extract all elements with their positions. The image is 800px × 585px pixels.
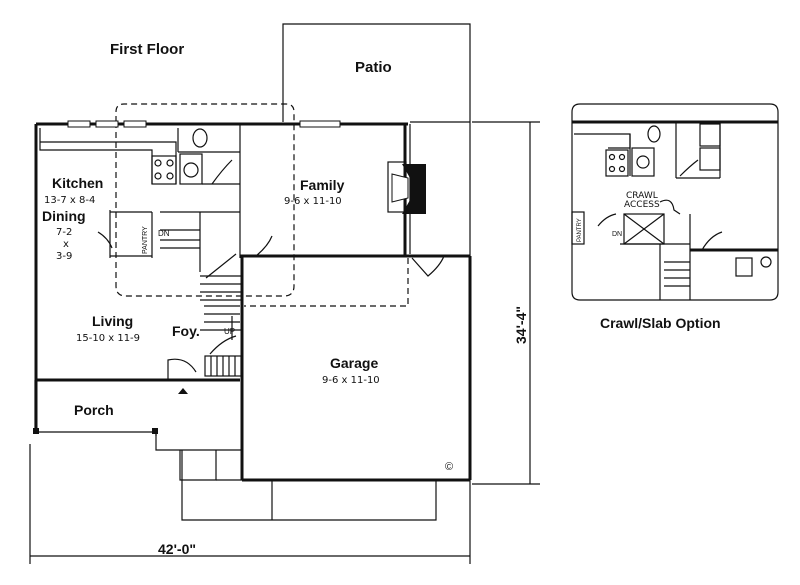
family-size: 9-6 x 11-10 bbox=[284, 196, 342, 207]
kitchen-label: Kitchen bbox=[52, 175, 103, 191]
front-entry bbox=[60, 358, 197, 394]
garage-label: Garage bbox=[330, 355, 378, 371]
pantry-label: PANTRY bbox=[142, 226, 149, 254]
kitchen-size: 13-7 x 8-4 bbox=[44, 195, 95, 206]
dining-size-1: 7-2 bbox=[56, 227, 72, 238]
driveway bbox=[29, 444, 471, 548]
dimension-depth: 34'-4" bbox=[472, 121, 540, 485]
floor-title: First Floor bbox=[110, 41, 184, 58]
stove bbox=[151, 155, 177, 185]
copyright-mark: © bbox=[445, 461, 453, 473]
stairs-down-label: DN bbox=[158, 229, 170, 238]
interior-walls bbox=[109, 184, 242, 331]
kitchen-fixtures bbox=[39, 124, 241, 185]
living-size: 15-10 x 11-9 bbox=[76, 333, 140, 344]
option-dn-label: DN bbox=[612, 231, 622, 238]
foyer-label: Foy. bbox=[172, 323, 200, 339]
porch bbox=[33, 380, 242, 481]
living-label: Living bbox=[92, 313, 133, 329]
family-label: Family bbox=[300, 177, 345, 193]
top-windows bbox=[67, 120, 341, 128]
garage-door-swing bbox=[411, 255, 445, 277]
depth-dimension: 34'-4" bbox=[513, 306, 529, 344]
staircase: UP DN bbox=[158, 229, 273, 377]
garage-size: 9-6 x 11-10 bbox=[322, 375, 380, 386]
patio-label: Patio bbox=[355, 59, 392, 76]
dining-size-3: 3-9 bbox=[56, 251, 72, 262]
dining-size-2: x bbox=[63, 239, 69, 250]
dining-label: Dining bbox=[42, 208, 86, 224]
upper-floor-outline bbox=[115, 103, 409, 307]
washer bbox=[179, 153, 203, 185]
dimension-width: 42'-0" bbox=[29, 541, 471, 564]
stairs-up-label: UP bbox=[224, 327, 235, 336]
option-pantry-label: PANTRY bbox=[577, 218, 583, 242]
porch-label: Porch bbox=[74, 402, 114, 418]
patio: Patio bbox=[282, 23, 471, 122]
fireplace bbox=[387, 161, 426, 214]
crawl-label-2: ACCESS bbox=[624, 200, 660, 210]
toilet bbox=[192, 128, 208, 148]
option-title: Crawl/Slab Option bbox=[600, 315, 721, 331]
width-dimension: 42'-0" bbox=[158, 541, 196, 557]
crawl-label-1: CRAWL bbox=[626, 191, 658, 201]
pantry: PANTRY bbox=[97, 226, 149, 254]
crawl-slab-option-inset: CRAWL ACCESS PANTRY DN Crawl/Slab Option bbox=[571, 103, 779, 331]
